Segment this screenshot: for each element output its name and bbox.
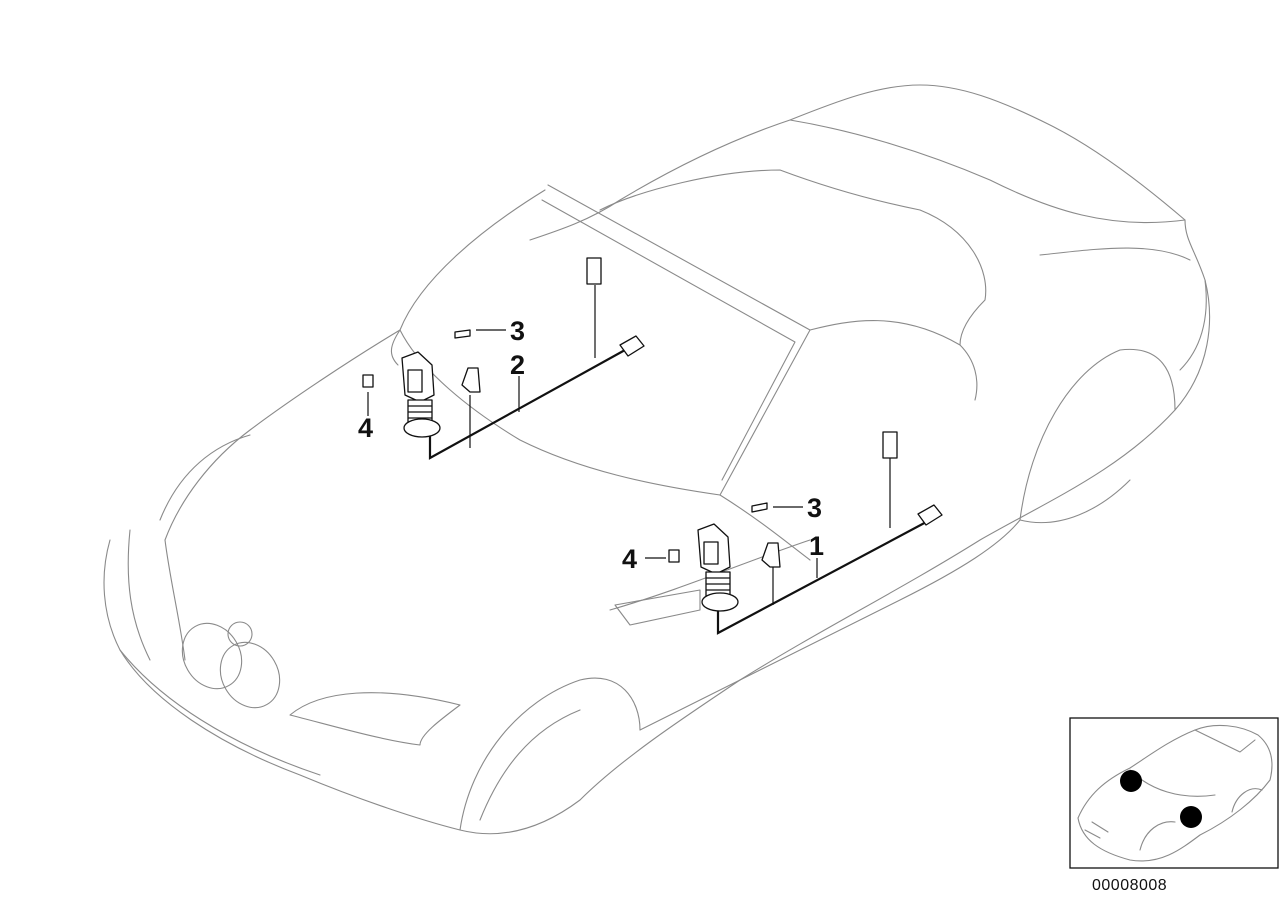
thumbnail-car-outline [1077,724,1273,862]
clip-part [668,549,680,563]
callout-4-upper: 4 [358,413,373,443]
screw-part [751,502,768,513]
callout-4-lower: 4 [622,544,637,574]
callout-leaders [367,329,818,578]
callout-3-upper: 3 [510,316,525,346]
wiring-harness-right [668,431,943,635]
callout-1: 1 [809,531,824,561]
bracket-part [761,542,781,568]
connector-plug [619,335,645,357]
callout-2: 2 [510,350,525,380]
wiring-harness-left [362,257,645,460]
car-outline [103,84,1211,835]
connector-plug [882,431,898,459]
callout-labels: 3 2 4 3 1 4 [358,316,824,574]
callout-3-lower: 3 [807,493,822,523]
connector-plug [917,504,943,526]
diagram-number: 00008008 [1092,877,1167,894]
location-marker-right [1180,806,1202,828]
locator-thumbnail [1069,717,1279,869]
connector-plug [586,257,602,285]
screw-part [454,329,471,339]
clip-part [362,374,374,388]
location-marker-left [1120,770,1142,792]
bracket-part [461,367,481,393]
